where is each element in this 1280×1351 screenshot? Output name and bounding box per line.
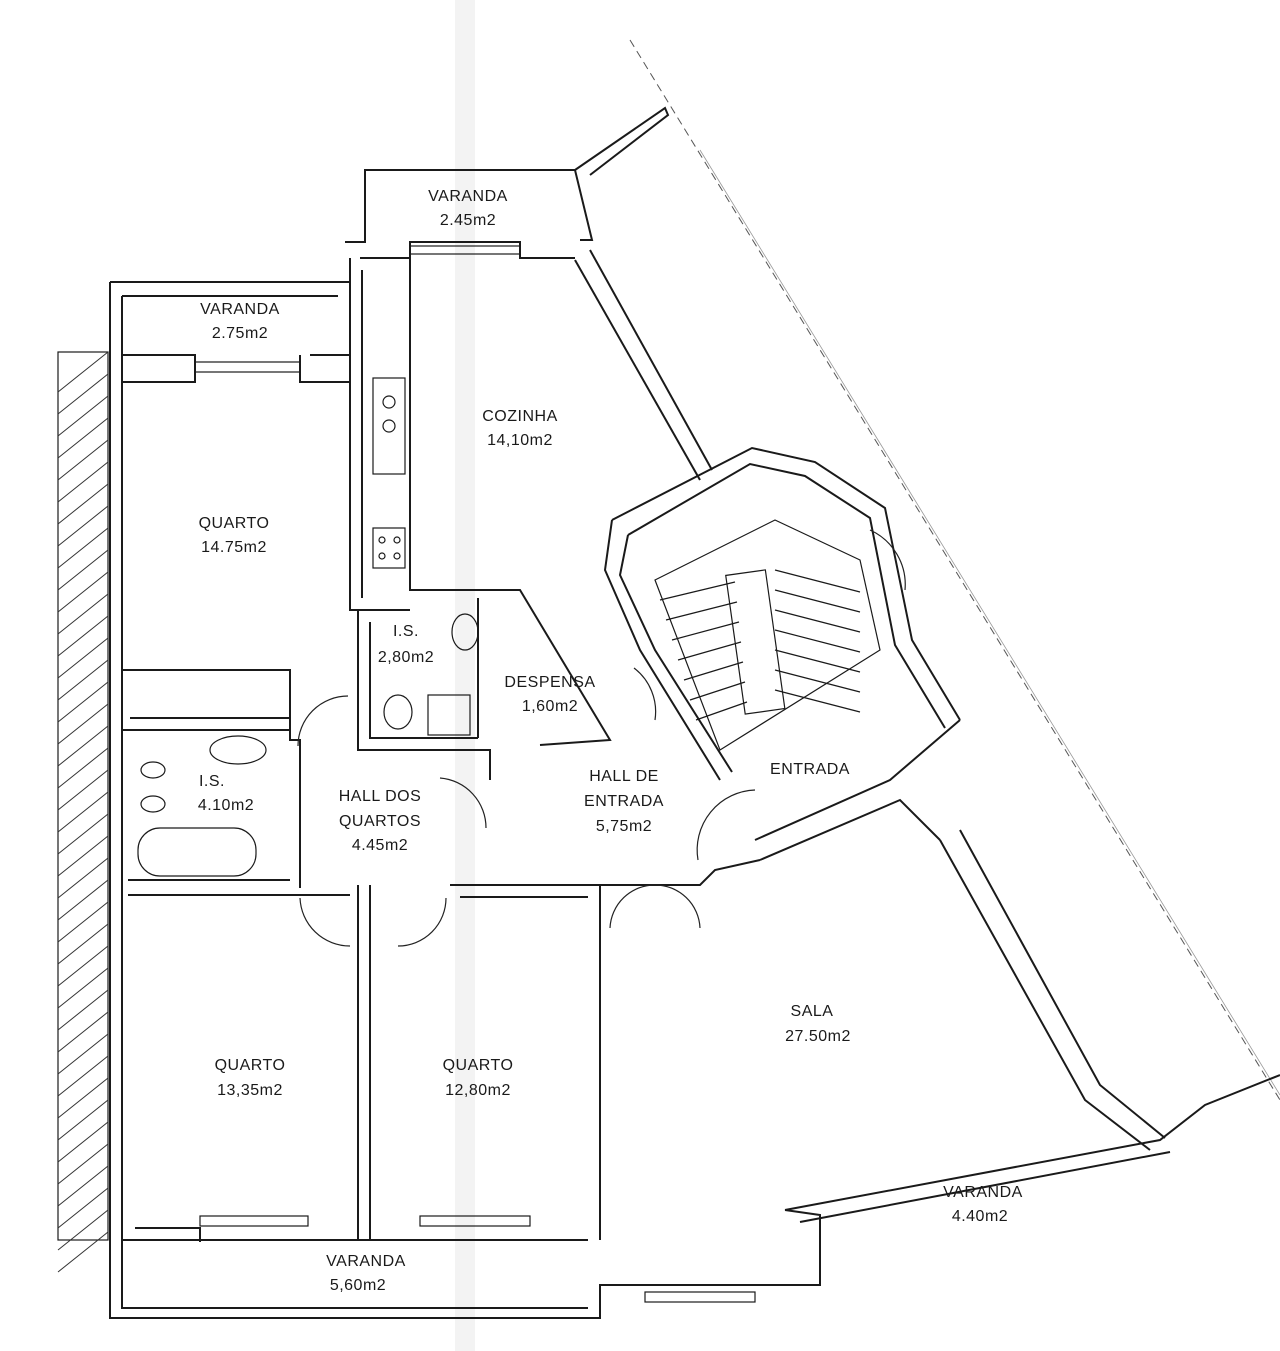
hatch-line bbox=[57, 1209, 109, 1251]
paper-fold bbox=[455, 0, 475, 1351]
property-line bbox=[629, 39, 1280, 1101]
hatch-line bbox=[57, 417, 109, 459]
hatch-line bbox=[57, 1231, 109, 1273]
room-area-quarto-3: 12,80m2 bbox=[445, 1082, 511, 1099]
hatch-line bbox=[57, 967, 109, 1009]
hatch-line bbox=[57, 747, 109, 789]
stair-tread bbox=[671, 621, 740, 641]
hatch-line bbox=[57, 637, 109, 679]
stair-tread bbox=[774, 569, 861, 593]
hatch-line bbox=[57, 791, 109, 833]
room-labels: VARANDA 2.45m2 VARANDA 2.75m2 COZINHA 14… bbox=[198, 188, 1023, 1294]
room-area-varanda-left: 2.75m2 bbox=[212, 325, 268, 342]
hatch-line bbox=[57, 1011, 109, 1053]
hatch-line bbox=[57, 659, 109, 701]
room-area-varanda-top: 2.45m2 bbox=[440, 212, 496, 229]
hatch-line bbox=[57, 351, 109, 393]
hatch-line bbox=[57, 1143, 109, 1185]
hatch-line bbox=[57, 439, 109, 481]
stair-tread bbox=[774, 689, 861, 713]
hatch-line bbox=[57, 527, 109, 569]
hatch-line bbox=[57, 725, 109, 767]
stair-tread bbox=[665, 601, 738, 621]
room-name2-hall-quartos: QUARTOS bbox=[339, 813, 421, 830]
stair-tread bbox=[774, 589, 861, 613]
room-area-hall-entrada: 5,75m2 bbox=[596, 818, 652, 835]
room-name-is-small: I.S. bbox=[393, 623, 419, 640]
hatch-line bbox=[57, 945, 109, 987]
room-area-cozinha: 14,10m2 bbox=[487, 432, 553, 449]
doors bbox=[297, 529, 906, 947]
room-area-hall-quartos: 4.45m2 bbox=[352, 837, 408, 854]
room-area-varanda-bottom: 5,60m2 bbox=[330, 1277, 386, 1294]
room-name-quarto-3: QUARTO bbox=[443, 1057, 514, 1074]
room-name-varanda-right: VARANDA bbox=[943, 1184, 1023, 1201]
stair-tread bbox=[683, 661, 744, 681]
room-name-cozinha: COZINHA bbox=[482, 408, 558, 425]
staircase bbox=[654, 519, 881, 751]
room-area-despensa: 1,60m2 bbox=[522, 698, 578, 715]
room-name-entrada: ENTRADA bbox=[770, 761, 850, 778]
hatch-line bbox=[57, 593, 109, 635]
stair-tread bbox=[677, 641, 742, 661]
hatch-line bbox=[57, 1187, 109, 1229]
hatch-line bbox=[57, 1121, 109, 1163]
hatch-line bbox=[57, 901, 109, 943]
room-name-quarto-1: QUARTO bbox=[199, 515, 270, 532]
hatch-line bbox=[57, 1055, 109, 1097]
hatch-line bbox=[57, 615, 109, 657]
hatch-line bbox=[57, 813, 109, 855]
room-area-sala: 27.50m2 bbox=[785, 1028, 851, 1045]
hatch-line bbox=[57, 857, 109, 899]
hatch-line bbox=[57, 681, 109, 723]
hatch-line bbox=[57, 549, 109, 591]
hatch-line bbox=[57, 1033, 109, 1075]
hatch-line bbox=[57, 703, 109, 745]
hatch-line bbox=[57, 461, 109, 503]
stair-tread bbox=[774, 629, 861, 653]
hatch-line bbox=[57, 1077, 109, 1119]
stair-tread bbox=[774, 609, 861, 633]
stair-tread bbox=[695, 701, 748, 721]
hatch-line bbox=[57, 373, 109, 415]
room-name-is-large: I.S. bbox=[199, 773, 225, 790]
room-name2-hall-entrada: ENTRADA bbox=[584, 793, 664, 810]
stair-tread bbox=[689, 681, 746, 701]
hatch-line bbox=[57, 769, 109, 811]
room-name-despensa: DESPENSA bbox=[504, 674, 595, 691]
room-area-quarto-1: 14.75m2 bbox=[201, 539, 267, 556]
interior-walls bbox=[122, 589, 961, 1240]
room-name-quarto-2: QUARTO bbox=[215, 1057, 286, 1074]
room-area-is-large: 4.10m2 bbox=[198, 797, 254, 814]
room-area-varanda-right: 4.40m2 bbox=[952, 1208, 1008, 1225]
hatch-line bbox=[57, 923, 109, 965]
hatch-line bbox=[57, 879, 109, 921]
room-name-varanda-bottom: VARANDA bbox=[326, 1253, 406, 1270]
room-area-is-small: 2,80m2 bbox=[378, 649, 434, 666]
hatch-line bbox=[57, 1165, 109, 1207]
hatch-line bbox=[57, 483, 109, 525]
windows bbox=[194, 245, 756, 1303]
stair-tread bbox=[774, 669, 861, 693]
exterior-walls bbox=[109, 106, 1280, 1319]
stair-tread bbox=[659, 581, 736, 601]
bathroom-fixtures bbox=[137, 613, 479, 877]
hatched-party-wall bbox=[57, 351, 109, 1273]
room-name-sala: SALA bbox=[791, 1003, 834, 1020]
hatch-line bbox=[57, 835, 109, 877]
room-name-varanda-left: VARANDA bbox=[200, 301, 280, 318]
room-area-quarto-2: 13,35m2 bbox=[217, 1082, 283, 1099]
hatch-line bbox=[57, 989, 109, 1031]
kitchen-counter bbox=[372, 377, 406, 569]
room-name-hall-quartos: HALL DOS bbox=[339, 788, 422, 805]
hatch-line bbox=[57, 505, 109, 547]
room-name-varanda-top: VARANDA bbox=[428, 188, 508, 205]
room-name-hall-entrada: HALL DE bbox=[589, 768, 659, 785]
hatch-line bbox=[57, 395, 109, 437]
hatch-line bbox=[57, 1099, 109, 1141]
stair-tread bbox=[774, 649, 861, 673]
hatch-line bbox=[57, 571, 109, 613]
